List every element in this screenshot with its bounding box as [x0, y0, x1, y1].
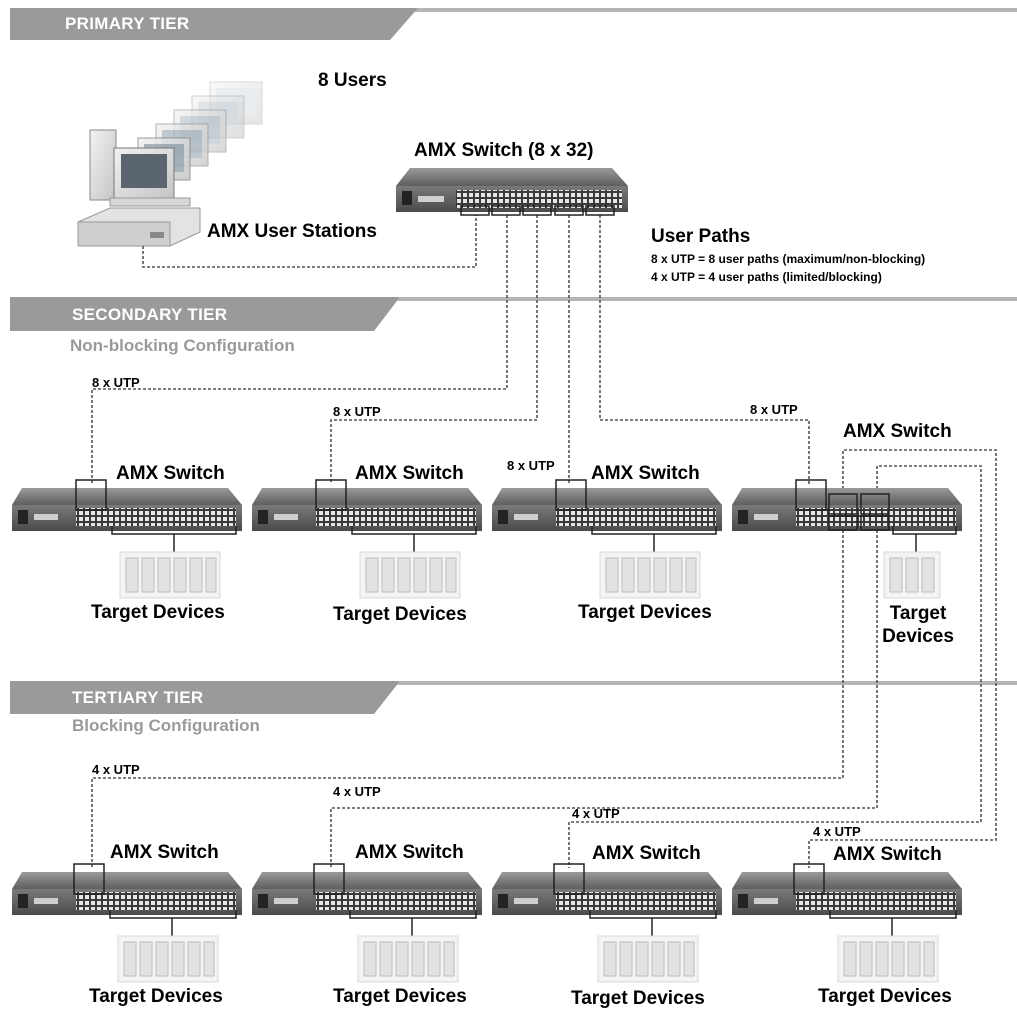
secondary-switch-4 — [732, 479, 962, 599]
tertiary-tier-banner — [10, 681, 1017, 714]
tertiary-targets-label-4: Target Devices — [818, 986, 952, 1007]
tertiary-switch-label-4: AMX Switch — [833, 844, 942, 865]
tertiary-switch-3 — [492, 863, 722, 983]
tertiary-targets-label-2: Target Devices — [333, 986, 467, 1007]
tertiary-switch-1 — [12, 863, 242, 983]
main-switch-label: AMX Switch (8 x 32) — [414, 140, 594, 161]
secondary-utp-label-1: 8 x UTP — [92, 375, 140, 390]
user-paths-line-1: 8 x UTP = 8 user paths (maximum/non-bloc… — [651, 252, 926, 266]
secondary-switch-label-4: AMX Switch — [843, 421, 952, 442]
user-stations-image — [77, 81, 263, 247]
secondary-targets-label-4: Target Devices — [878, 602, 958, 648]
secondary-targets-label-2: Target Devices — [333, 604, 467, 625]
tertiary-utp-label-3: 4 x UTP — [572, 806, 620, 821]
main-switch-device — [396, 168, 628, 216]
tertiary-utp-label-2: 4 x UTP — [333, 784, 381, 799]
users-count-label: 8 Users — [318, 70, 387, 91]
tertiary-targets-label-1: Target Devices — [89, 986, 223, 1007]
primary-tier-title: PRIMARY TIER — [65, 14, 190, 33]
secondary-targets-label-1: Target Devices — [91, 602, 225, 623]
secondary-switch-1 — [12, 479, 242, 599]
tertiary-tier-title: TERTIARY TIER — [72, 688, 204, 707]
user-stations-label: AMX User Stations — [207, 221, 377, 242]
secondary-tier-subtitle: Non-blocking Configuration — [70, 336, 295, 355]
secondary-utp-label-4: 8 x UTP — [750, 402, 798, 417]
tertiary-tier-subtitle: Blocking Configuration — [72, 716, 260, 735]
tertiary-switch-4 — [732, 863, 962, 983]
tertiary-switch-label-2: AMX Switch — [355, 842, 464, 863]
secondary-targets-label-4-line1: Target — [889, 603, 947, 624]
cable-lines — [91, 215, 997, 868]
primary-tier-banner — [10, 8, 1017, 40]
secondary-targets-label-4-line2: Devices — [882, 626, 954, 647]
tertiary-switch-label-1: AMX Switch — [110, 842, 219, 863]
tertiary-switch-2 — [252, 863, 482, 983]
tertiary-utp-label-4: 4 x UTP — [813, 824, 861, 839]
secondary-switch-3 — [492, 479, 722, 599]
secondary-utp-label-2: 8 x UTP — [333, 404, 381, 419]
secondary-switch-label-3: AMX Switch — [591, 463, 700, 484]
secondary-utp-label-3: 8 x UTP — [507, 458, 555, 473]
secondary-targets-label-3: Target Devices — [578, 602, 712, 623]
tertiary-switch-label-3: AMX Switch — [592, 843, 701, 864]
secondary-tier-title: SECONDARY TIER — [72, 305, 228, 324]
user-paths-title: User Paths — [651, 226, 751, 247]
secondary-tier-banner — [10, 297, 1017, 331]
secondary-switch-2 — [252, 479, 482, 599]
tertiary-targets-label-3: Target Devices — [571, 988, 705, 1009]
tertiary-utp-label-1: 4 x UTP — [92, 762, 140, 777]
user-paths-line-2: 4 x UTP = 4 user paths (limited/blocking… — [651, 270, 882, 284]
secondary-switch-label-1: AMX Switch — [116, 463, 225, 484]
secondary-switch-label-2: AMX Switch — [355, 463, 464, 484]
